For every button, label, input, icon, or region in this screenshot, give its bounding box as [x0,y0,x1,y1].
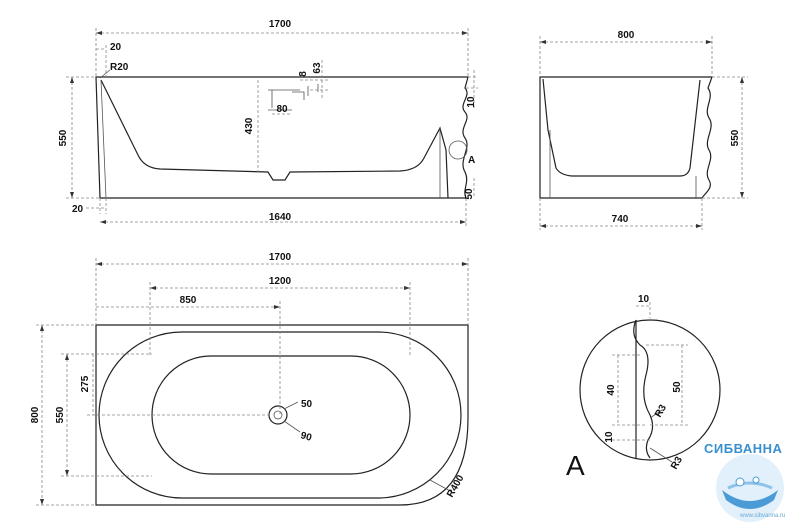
plan-drain-position-label: 850 [180,295,197,306]
front-length-label: 1700 [269,19,292,30]
plan-drain-diameter-label: 50 [301,399,313,410]
detail-a-title: A [566,450,585,481]
front-view-outline [95,76,469,199]
front-view: 1700 20 R20 8 63 80 430 550 10 A 50 20 [58,19,478,226]
side-height-label: 550 [730,129,741,146]
front-base-offset-label: 50 [464,188,475,200]
detail-profile-height-label: 40 [606,384,617,396]
detail-radius-upper-label: R3 [653,403,669,420]
side-view-outline [539,76,713,199]
plan-view: 1700 1200 850 800 550 275 50 90 R400 [30,252,469,506]
detail-a-profile [633,319,654,459]
front-drain-63-label: 63 [312,62,323,74]
side-width-label: 800 [618,30,635,41]
front-drain-width-label: 80 [276,104,288,115]
plan-drain-offset-label: 275 [80,375,91,392]
plan-view-basin [151,355,411,475]
plan-length-label: 1700 [269,252,292,263]
plan-width-label: 800 [30,406,41,423]
front-rim-offset-label: 10 [466,96,477,108]
front-drain-8-label: 8 [298,71,309,77]
plan-overflow-diameter-label: 90 [299,430,313,444]
plan-inner-length-label: 1200 [269,276,292,287]
plan-drain-inner [273,410,283,420]
front-depth-label: 430 [244,117,255,134]
plan-inner-width-label: 550 [55,406,66,423]
side-view-basin [542,78,701,177]
front-view-basin [100,79,449,199]
front-detail-a-label: A [468,155,475,166]
detail-a-marker-circle [448,140,468,160]
brand-name: СИБВАННА [704,441,783,456]
detail-wave-height-label: 50 [672,381,683,393]
side-base-width-label: 740 [612,214,629,225]
detail-a: 10 40 50 R3 10 R3 A [566,294,721,481]
front-height-label: 550 [58,129,69,146]
front-base-length-label: 1640 [269,212,292,223]
front-rim-radius-label: R20 [110,62,129,73]
plan-view-outline [95,324,469,506]
side-view: 800 550 740 [539,30,748,230]
bathtub-logo-icon [716,454,784,522]
detail-a-circle [579,319,721,461]
detail-base-offset-label: 10 [604,431,615,443]
front-wall-label: 20 [110,42,122,53]
detail-top-offset-label: 10 [638,294,650,305]
brand-url: www.sibvanna.ru [740,513,786,519]
front-base-gap-label: 20 [72,204,84,215]
brand-watermark: СИБВАННА www.sibvanna.ru [700,438,800,527]
